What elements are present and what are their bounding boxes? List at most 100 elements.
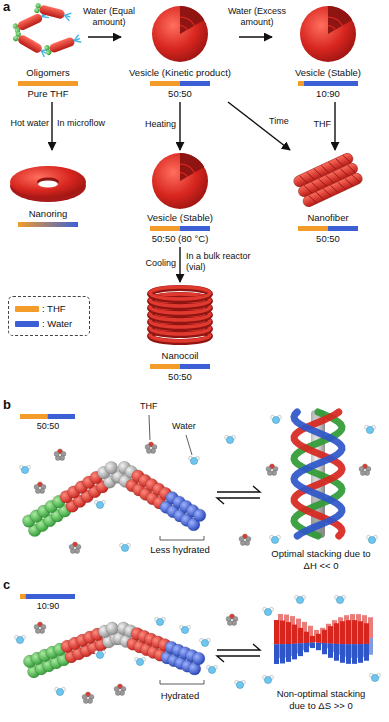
water-molecule (180, 625, 191, 633)
carbon-atom (359, 466, 364, 471)
nanofiber-state: Nanofiber50:50 (272, 150, 384, 247)
process-arrow (180, 247, 181, 282)
fiber-stripe (299, 174, 307, 185)
oxygen-atom (368, 536, 375, 543)
water-molecule (207, 665, 218, 673)
water-molecule (200, 638, 211, 646)
nanoring (10, 166, 86, 202)
water-molecule (55, 687, 66, 695)
bracket (160, 680, 204, 684)
oxygen-atom (121, 544, 128, 551)
state-name: Vesicle (Stable) (272, 67, 384, 79)
monomer-bead (106, 622, 119, 635)
stacking-state: Non-optimal stacking due to ΔS >> 0 (262, 585, 380, 714)
oxygen-atom (136, 658, 143, 665)
water-molecule (225, 435, 236, 443)
panel-label: a (3, 0, 10, 14)
ribbon-stripe (358, 644, 363, 663)
ribbon-stripe (292, 625, 297, 644)
oxygen-atom (264, 676, 271, 683)
molecule-label: Water (172, 421, 196, 432)
solvent-ratio: 50:50 (121, 371, 239, 383)
molecule-state: Hydrated (10, 615, 215, 704)
state-name: Vesicle (Kinetic product) (121, 67, 239, 79)
water-molecule (120, 543, 131, 551)
oligomer-chain (23, 622, 205, 678)
arrow-line (51, 102, 52, 150)
water-molecule (95, 500, 106, 508)
oligomer-chain (64, 15, 71, 20)
arrow-line (88, 36, 121, 37)
arrow-label: THF (300, 119, 332, 130)
oxygen-atom (201, 639, 208, 646)
stacking-state: Optimal stacking due to ΔH << 0 (262, 400, 380, 574)
harpoon (217, 498, 260, 504)
ring-hole (38, 181, 58, 188)
oligomer-core (16, 34, 43, 55)
ribbon-stripe (340, 621, 345, 644)
oligomer (44, 34, 82, 56)
arrow-line (179, 247, 180, 282)
oxygen-atom (226, 436, 233, 443)
water-molecule (270, 535, 281, 543)
water-molecule (189, 456, 200, 464)
vesicle-body (152, 6, 208, 62)
water-molecule (95, 650, 106, 658)
monomer-bead (193, 509, 206, 522)
oxygen-atom (296, 596, 303, 603)
oxygen-atom (271, 536, 278, 543)
panel-label: b (3, 398, 11, 412)
ribbon-stripe (328, 626, 333, 643)
water-molecule (235, 680, 246, 688)
molecule-state: Less hydrated (10, 438, 215, 558)
ribbon-stripe (328, 644, 333, 658)
monomer-bead (105, 461, 118, 474)
solvent-ratio: Pure THF (8, 88, 88, 100)
ratio-bar (328, 226, 358, 231)
carbon-atom (226, 616, 231, 621)
water-molecule (135, 657, 146, 665)
fiber-stripe (340, 167, 348, 178)
arrow-label: Water (Excess amount) (218, 6, 296, 28)
water-molecule (15, 635, 26, 643)
oxygen-atom (190, 457, 197, 464)
water-molecule (370, 673, 381, 681)
water-molecule (263, 675, 274, 683)
fiber-stripe (352, 174, 360, 185)
monomer-bead (192, 652, 205, 665)
water-molecule (295, 595, 306, 603)
ratio-bar (150, 81, 180, 86)
oligomer (12, 31, 49, 58)
water-molecule (20, 465, 31, 473)
ratio-bar (18, 81, 78, 86)
process-arrow (239, 37, 272, 38)
vesicle-layer (180, 17, 195, 25)
thf-molecule (266, 464, 278, 476)
thf-molecule (34, 622, 46, 634)
ratio-bars (18, 81, 358, 599)
process-arrow (88, 37, 121, 38)
coil-turn (150, 288, 210, 300)
fiber-stripe (311, 181, 319, 192)
solvent-ratio: 50:50 (272, 233, 384, 245)
ribbon-stripe (292, 644, 297, 660)
oligomer-end (45, 49, 52, 56)
oligomer (34, 3, 72, 22)
oxygen-atom (264, 608, 271, 615)
carbon-atom (54, 451, 59, 456)
ratio-bar (20, 594, 26, 599)
legend-row: : THF (15, 301, 89, 316)
ribbon-stripe (274, 644, 279, 664)
carbon-atom (69, 544, 74, 549)
carbon-atom (239, 536, 244, 541)
arrow-label: Hot water (2, 118, 50, 129)
thf-molecule (69, 542, 81, 554)
arrow-label: Cooling (128, 258, 177, 269)
thf-molecule (226, 614, 238, 626)
oxygen-atom (208, 666, 215, 673)
oxygen-atom (181, 626, 188, 633)
thf-molecule (54, 449, 66, 461)
vesicle (152, 153, 208, 209)
thf-molecule (239, 534, 251, 546)
